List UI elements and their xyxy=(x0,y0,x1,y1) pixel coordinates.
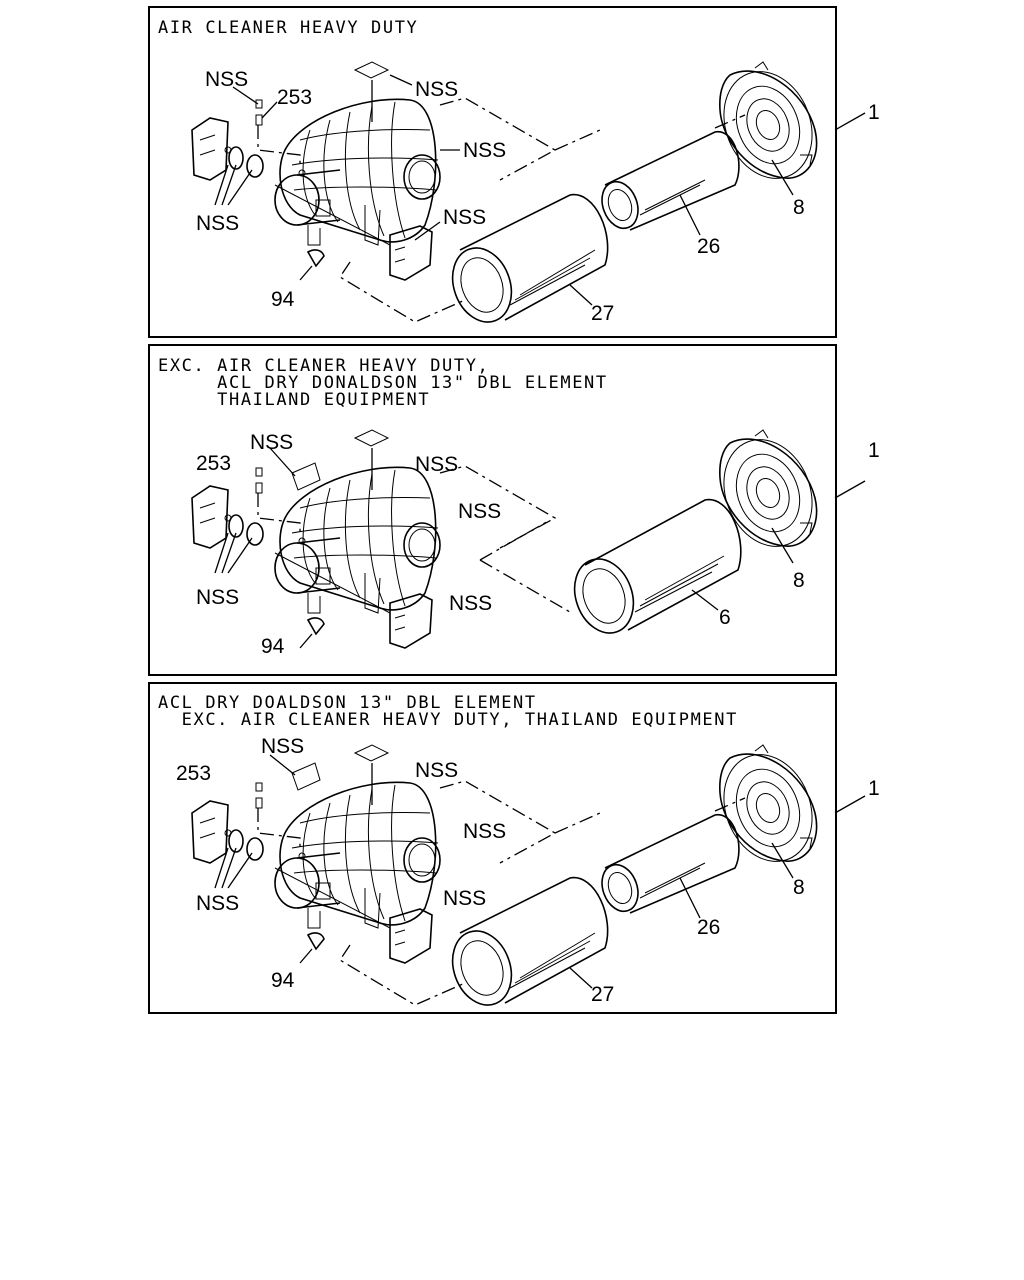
label-1: 1 xyxy=(868,777,880,800)
panel-3: ACL DRY DOALDSON 13" DBL ELEMENT EXC. AI… xyxy=(148,682,880,1015)
label-nss-clamp: NSS xyxy=(449,592,492,615)
label-8: 8 xyxy=(793,569,805,592)
label-nss-left: NSS xyxy=(196,586,239,609)
label-26: 26 xyxy=(697,916,720,939)
label-nss-film: NSS xyxy=(415,759,458,782)
panel-3-leader-1 xyxy=(834,795,866,814)
label-27: 27 xyxy=(591,302,614,325)
panel-2-cap-drawing xyxy=(707,425,829,564)
label-nss-left: NSS xyxy=(196,892,239,915)
panel-2-header-line-1: EXC. AIR CLEANER HEAVY DUTY, xyxy=(158,356,489,376)
label-1: 1 xyxy=(868,101,880,124)
label-nss-top: NSS xyxy=(205,68,248,91)
label-94: 94 xyxy=(271,288,295,311)
label-253: 253 xyxy=(277,86,312,109)
label-26: 26 xyxy=(697,235,720,258)
label-8: 8 xyxy=(793,196,805,219)
panel-2-housing-drawing xyxy=(191,429,556,649)
panel-2: EXC. AIR CLEANER HEAVY DUTY, ACL DRY DON… xyxy=(148,344,880,676)
panel-1-leader-1 xyxy=(834,112,866,131)
panel-3-cap-drawing xyxy=(707,740,829,879)
label-nss-inlet: NSS xyxy=(463,139,506,162)
label-8: 8 xyxy=(793,876,805,899)
panel-3-housing-drawing xyxy=(191,744,556,964)
panel-1: AIR CLEANER HEAVY DUTY NSS 253 NSS NSS N… xyxy=(148,6,880,338)
panel-1-housing-drawing xyxy=(191,61,556,281)
label-253: 253 xyxy=(196,452,231,475)
panel-3-inner-element-drawing xyxy=(595,813,740,919)
label-nss-inlet: NSS xyxy=(463,820,506,843)
panel-1-inner-element-drawing xyxy=(595,130,740,236)
label-nss-clamp: NSS xyxy=(443,887,486,910)
label-nss-film: NSS xyxy=(415,453,458,476)
label-1: 1 xyxy=(868,439,880,462)
panel-2-header-line-3: THAILAND EQUIPMENT xyxy=(158,390,430,410)
label-nss-left: NSS xyxy=(196,212,239,235)
panel-1-header-line-1: AIR CLEANER HEAVY DUTY xyxy=(158,18,418,38)
label-27: 27 xyxy=(591,983,614,1006)
panel-2-header-line-2: ACL DRY DONALDSON 13" DBL ELEMENT xyxy=(158,373,608,393)
panel-3-header-line-1: ACL DRY DOALDSON 13" DBL ELEMENT xyxy=(158,693,537,713)
label-253: 253 xyxy=(176,762,211,785)
panel-2-element-drawing xyxy=(479,499,742,634)
panel-2-leader-1 xyxy=(834,480,866,499)
label-nss-clamp: NSS xyxy=(443,206,486,229)
panel-2-frame xyxy=(148,344,837,676)
label-nss-top: NSS xyxy=(250,431,293,454)
label-94: 94 xyxy=(271,969,295,992)
label-nss-film: NSS xyxy=(415,78,458,101)
label-6: 6 xyxy=(719,606,731,629)
panel-1-frame xyxy=(148,6,837,338)
panel-3-frame xyxy=(148,682,837,1014)
label-nss-inlet: NSS xyxy=(458,500,501,523)
panel-3-header-line-2: EXC. AIR CLEANER HEAVY DUTY, THAILAND EQ… xyxy=(158,710,738,730)
label-nss-top: NSS xyxy=(261,735,304,758)
label-94: 94 xyxy=(261,635,285,658)
panel-1-cap-drawing xyxy=(707,57,829,196)
